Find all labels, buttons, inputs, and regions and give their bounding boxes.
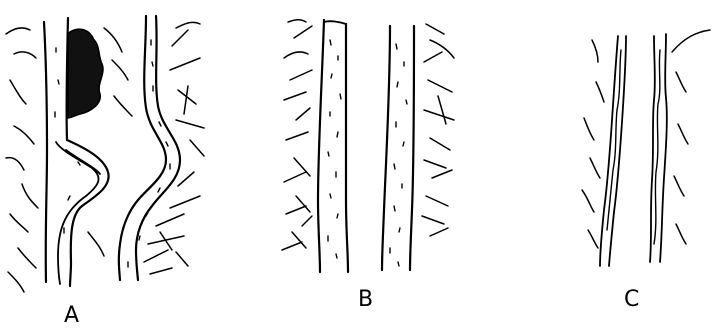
panel-a-surrounding-hatching <box>6 22 204 292</box>
panel-c-left-tube-wavy <box>607 50 621 230</box>
panel-b-left-tube-left-wall <box>318 20 324 272</box>
panel-c-right-tube-right-wall <box>660 34 667 262</box>
panel-b-right-hatching <box>422 24 454 236</box>
panel-c-left-tube-right-wall <box>609 36 626 266</box>
panel-b-left-hatching <box>282 20 312 250</box>
panel-a-label: A <box>64 303 79 328</box>
panel-a-right-tube-right-wall <box>136 16 180 280</box>
panel-c-label: C <box>624 287 639 312</box>
panel-b: B <box>282 20 454 312</box>
panel-b-right-tube-left-wall <box>382 26 390 270</box>
panel-c-right-tube-left-wall <box>650 36 655 262</box>
panel-a-right-tube-left-wall <box>119 16 166 280</box>
panel-a-left-tube-outer-wall <box>44 22 47 282</box>
panel-a-right-tube-speckle <box>128 40 170 267</box>
panel-a-left-tube-lumen-wall-2 <box>66 150 100 174</box>
panel-c: C <box>582 30 710 312</box>
panel-b-left-tube-top <box>324 21 346 24</box>
panel-b-right-tube-right-wall <box>410 26 414 270</box>
panel-a-dark-mass <box>68 29 103 118</box>
panel-b-tube-speckle <box>328 40 407 266</box>
panel-b-label: B <box>358 287 373 312</box>
panel-b-left-tube-right-wall <box>346 24 348 272</box>
panel-c-surrounding-hatching <box>582 30 710 248</box>
panel-a: A <box>6 16 204 328</box>
